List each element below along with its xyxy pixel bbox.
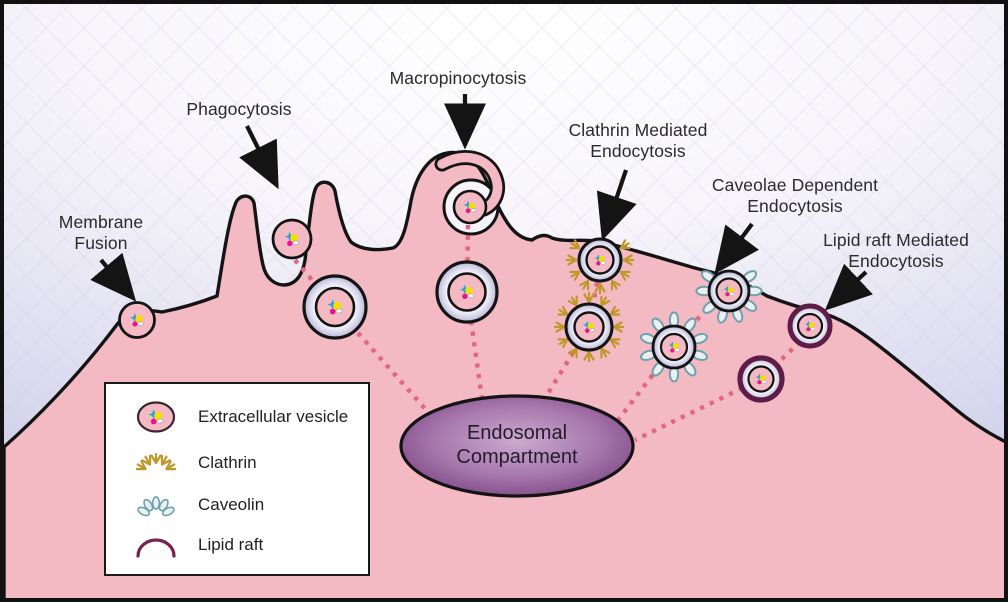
lipid-raft-icon xyxy=(114,530,198,560)
legend-label: Lipid raft xyxy=(198,535,264,554)
label-caveolae-dependent-endocytosis: Caveolae Dependent Endocytosis xyxy=(711,175,879,216)
legend-box: Extracellular vesicle Clathrin xyxy=(104,382,370,576)
dotted-path-caveolin xyxy=(610,282,729,430)
lipid-raft-pit-vesicle xyxy=(787,303,833,349)
lipid-raft-vesicle xyxy=(737,355,785,403)
label-macropinocytosis: Macropinocytosis xyxy=(389,68,527,88)
clathrin-coated-vesicle xyxy=(553,291,625,363)
macropinocytosis-endosome-vesicle xyxy=(435,260,499,324)
membrane-fusion-vesicle xyxy=(118,301,156,339)
arrow-phagocytosis xyxy=(239,125,279,190)
caveolin-icon xyxy=(114,488,198,522)
label-phagocytosis: Phagocytosis xyxy=(186,99,292,119)
legend-item-extracellular-vesicle: Extracellular vesicle xyxy=(114,396,360,438)
legend-label: Clathrin xyxy=(198,453,257,472)
label-clathrin-mediated-endocytosis: Clathrin Mediated Endocytosis xyxy=(568,120,708,161)
caveolin-coated-vesicle xyxy=(638,311,710,383)
macropinocytosis-engulfed-vesicle xyxy=(452,189,488,225)
annotation-arrows xyxy=(90,94,873,311)
legend-label: Caveolin xyxy=(198,495,265,514)
label-endosomal-compartment: Endosomal Compartment xyxy=(456,422,578,468)
legend-item-caveolin: Caveolin xyxy=(114,488,360,522)
arrow-lipid-raft xyxy=(824,263,873,311)
phagocytosis-endosome-vesicle xyxy=(302,274,368,340)
label-membrane-fusion: Membrane Fusion xyxy=(58,212,144,253)
legend-item-clathrin: Clathrin xyxy=(114,446,360,480)
clathrin-icon xyxy=(114,446,198,480)
arrow-caveolae xyxy=(714,222,759,275)
legend-label: Extracellular vesicle xyxy=(198,407,349,426)
phagocytosis-engulfed-vesicle xyxy=(271,218,313,260)
extracellular-vesicle-icon xyxy=(114,396,198,438)
endosomal-compartment xyxy=(399,394,635,498)
legend-item-lipid-raft: Lipid raft xyxy=(114,530,360,560)
label-lipid-raft-mediated-endocytosis: Lipid raft Mediated Endocytosis xyxy=(823,230,969,271)
caveolin-pit-vesicle xyxy=(695,267,763,325)
arrow-clathrin xyxy=(596,169,637,241)
arrow-membrane-fusion xyxy=(90,252,137,302)
